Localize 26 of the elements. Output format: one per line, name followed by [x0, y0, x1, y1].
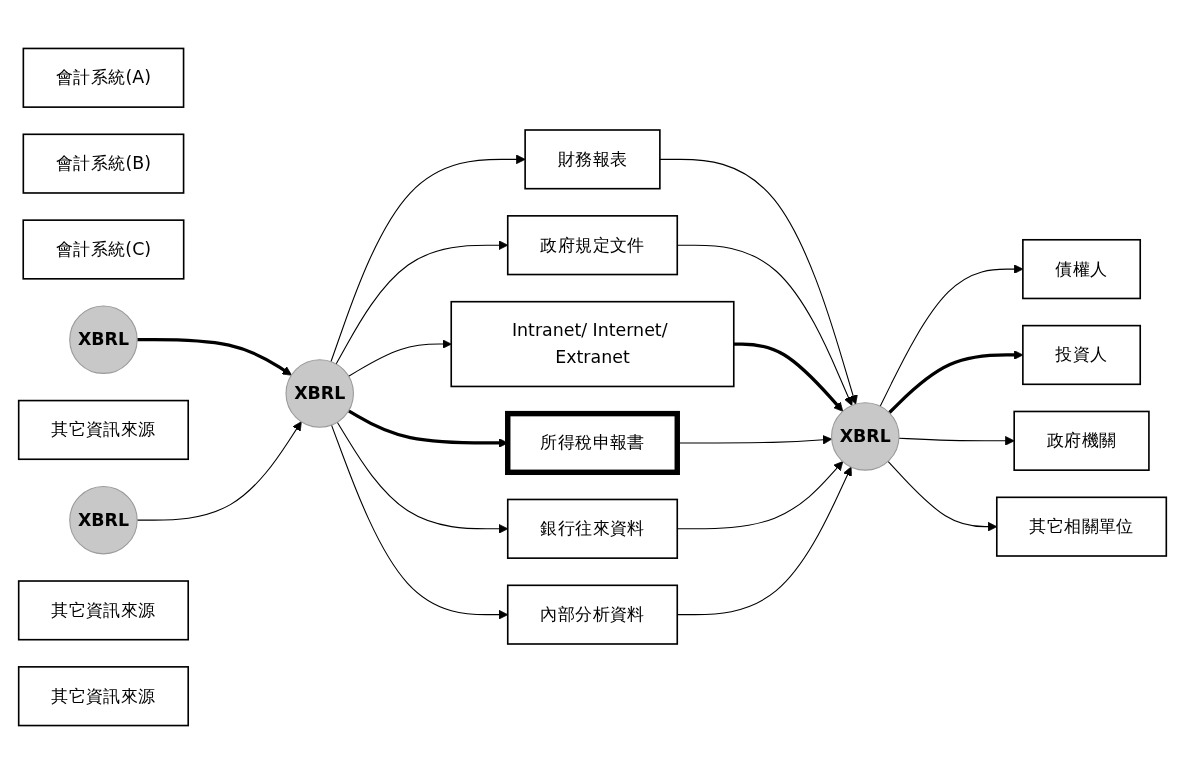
node-box: 其它資訊來源 [17, 580, 190, 641]
node-circle: XBRL [69, 485, 138, 555]
node-box: 政府機關 [1013, 410, 1150, 471]
node-box: 投資人 [1022, 324, 1142, 386]
node-box: 所得稅申報書 [505, 410, 680, 475]
node-circle: XBRL [69, 305, 138, 374]
node-box: 會計系統(A) [22, 47, 185, 108]
arrow [137, 338, 292, 376]
node-box: 內部分析資料 [506, 584, 679, 645]
node-box: 其它資訊來源 [17, 666, 190, 727]
node-box: 政府規定文件 [506, 215, 679, 276]
node-box: 會計系統(C) [22, 219, 185, 280]
node-box: Intranet/ Internet/ Extranet [450, 300, 735, 388]
node-circle: XBRL [831, 402, 900, 471]
node-box: 會計系統(B) [22, 133, 185, 194]
node-box: 財務報表 [524, 129, 661, 190]
arrow [348, 339, 452, 377]
node-box: 銀行往來資料 [506, 498, 679, 559]
arrow [659, 158, 858, 405]
arrow [898, 436, 1015, 446]
node-circle: XBRL [285, 359, 354, 428]
arrow [733, 342, 844, 412]
arrow [330, 154, 526, 363]
node-box: 債權人 [1022, 238, 1142, 300]
node-box: 其它資訊來源 [17, 399, 190, 461]
node-box: 其它相關單位 [995, 496, 1168, 557]
